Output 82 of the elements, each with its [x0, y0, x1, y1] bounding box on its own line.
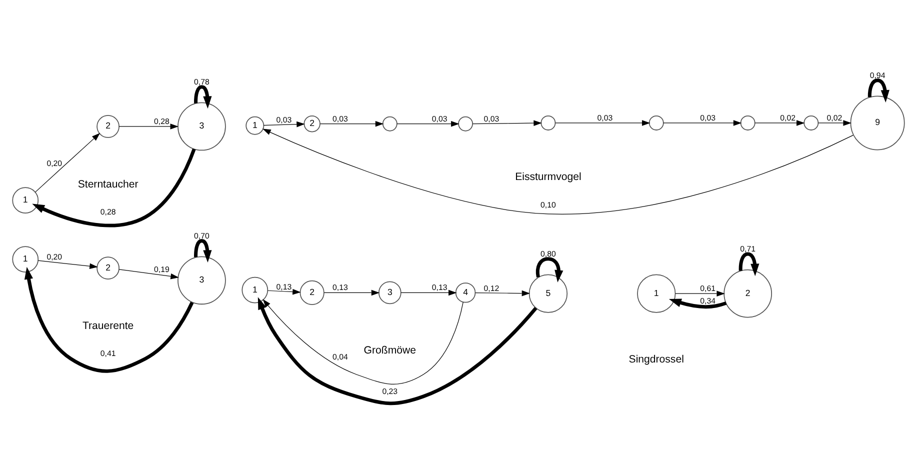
edge-label: 0,13: [432, 283, 448, 292]
arrow: [663, 120, 742, 126]
edge-label: 0,20: [46, 252, 62, 262]
arrow: [34, 132, 100, 192]
arrow: [118, 269, 179, 280]
edge-label: 0,20: [46, 159, 62, 168]
arrow: [555, 120, 650, 126]
node-circle: [648, 116, 664, 130]
edge-label: 0,02: [780, 114, 796, 122]
edge-label: 0,03: [432, 114, 448, 124]
arrow: [668, 298, 727, 309]
node-circle: [540, 116, 556, 130]
arrow: [675, 290, 725, 296]
arrow: [324, 290, 380, 296]
edge-label: 0,71: [740, 244, 756, 254]
edge-label: 0,78: [194, 77, 210, 86]
edge-label: 0,03: [484, 114, 500, 124]
node-circle: 3: [378, 281, 402, 304]
arrow: [475, 290, 530, 296]
label: Eissturmvogel: [515, 171, 582, 184]
node-circle: [804, 116, 819, 130]
node-circle: 3: [178, 256, 226, 305]
arrow: [472, 120, 542, 126]
arrow: [118, 124, 179, 130]
arrow: [818, 120, 852, 126]
edge-label: 0,41: [100, 349, 116, 358]
node-circle: 2: [96, 256, 120, 280]
node-circle: 1: [637, 274, 676, 313]
edge-label: 0,61: [700, 284, 716, 294]
arrow: [194, 239, 212, 263]
edge-label: 0,94: [870, 70, 886, 80]
arrow: [396, 120, 460, 127]
arrow: [738, 252, 760, 276]
arrow: [262, 128, 854, 214]
edge-label: 0,34: [700, 296, 716, 306]
edge-label: 0,04: [332, 352, 348, 362]
edge-label: 0,19: [154, 264, 170, 274]
edge-label: 0,13: [332, 283, 348, 292]
arrow: [32, 148, 196, 228]
node-circle: 1: [242, 276, 268, 304]
edge-label: 0,03: [276, 115, 292, 124]
node-circle: 5: [528, 274, 568, 313]
arrow: [320, 120, 384, 127]
arrow: [536, 257, 564, 282]
arrow: [24, 266, 194, 373]
node-circle: 2: [96, 115, 120, 138]
edge-label: 0,70: [194, 231, 210, 240]
edge-label: 0,80: [540, 249, 556, 258]
arrow: [400, 290, 457, 296]
node-circle: 4: [455, 282, 476, 303]
edge-label: 0,28: [154, 117, 170, 126]
edge-label: 0,03: [700, 114, 716, 122]
edge-label: 0,23: [382, 387, 398, 396]
node-circle: 1: [12, 187, 39, 214]
node-circle: 1: [246, 116, 264, 135]
edge-label: 0,12: [484, 284, 500, 294]
arrow: [38, 260, 98, 270]
node-circle: 2: [300, 280, 324, 305]
edge-label: 0,03: [332, 114, 348, 124]
node-circle: 2: [724, 269, 772, 318]
arrow: [268, 288, 301, 295]
node-circle: 1: [12, 246, 39, 272]
edge-label: 0,10: [540, 200, 556, 210]
node-circle: [458, 116, 473, 132]
edge-label: 0,03: [597, 114, 613, 122]
node-circle: [382, 116, 398, 132]
arrow: [754, 120, 805, 126]
label: Sterntaucher: [78, 178, 138, 190]
arrow: [258, 297, 538, 406]
node-circle: 9: [850, 96, 905, 150]
label: Trauerente: [82, 320, 134, 332]
node-circle: 3: [178, 102, 226, 151]
node-circle: 2: [304, 116, 320, 132]
label: Großmöwe: [364, 344, 416, 356]
edge-label: 0,02: [826, 114, 842, 122]
node-circle: [740, 116, 756, 130]
edge-label: 0,28: [100, 208, 116, 217]
arrow: [262, 299, 464, 384]
label: Singdrossel: [628, 353, 684, 366]
arrow: [868, 78, 890, 102]
arrow: [263, 121, 305, 128]
edge-label: 0,13: [276, 282, 292, 292]
